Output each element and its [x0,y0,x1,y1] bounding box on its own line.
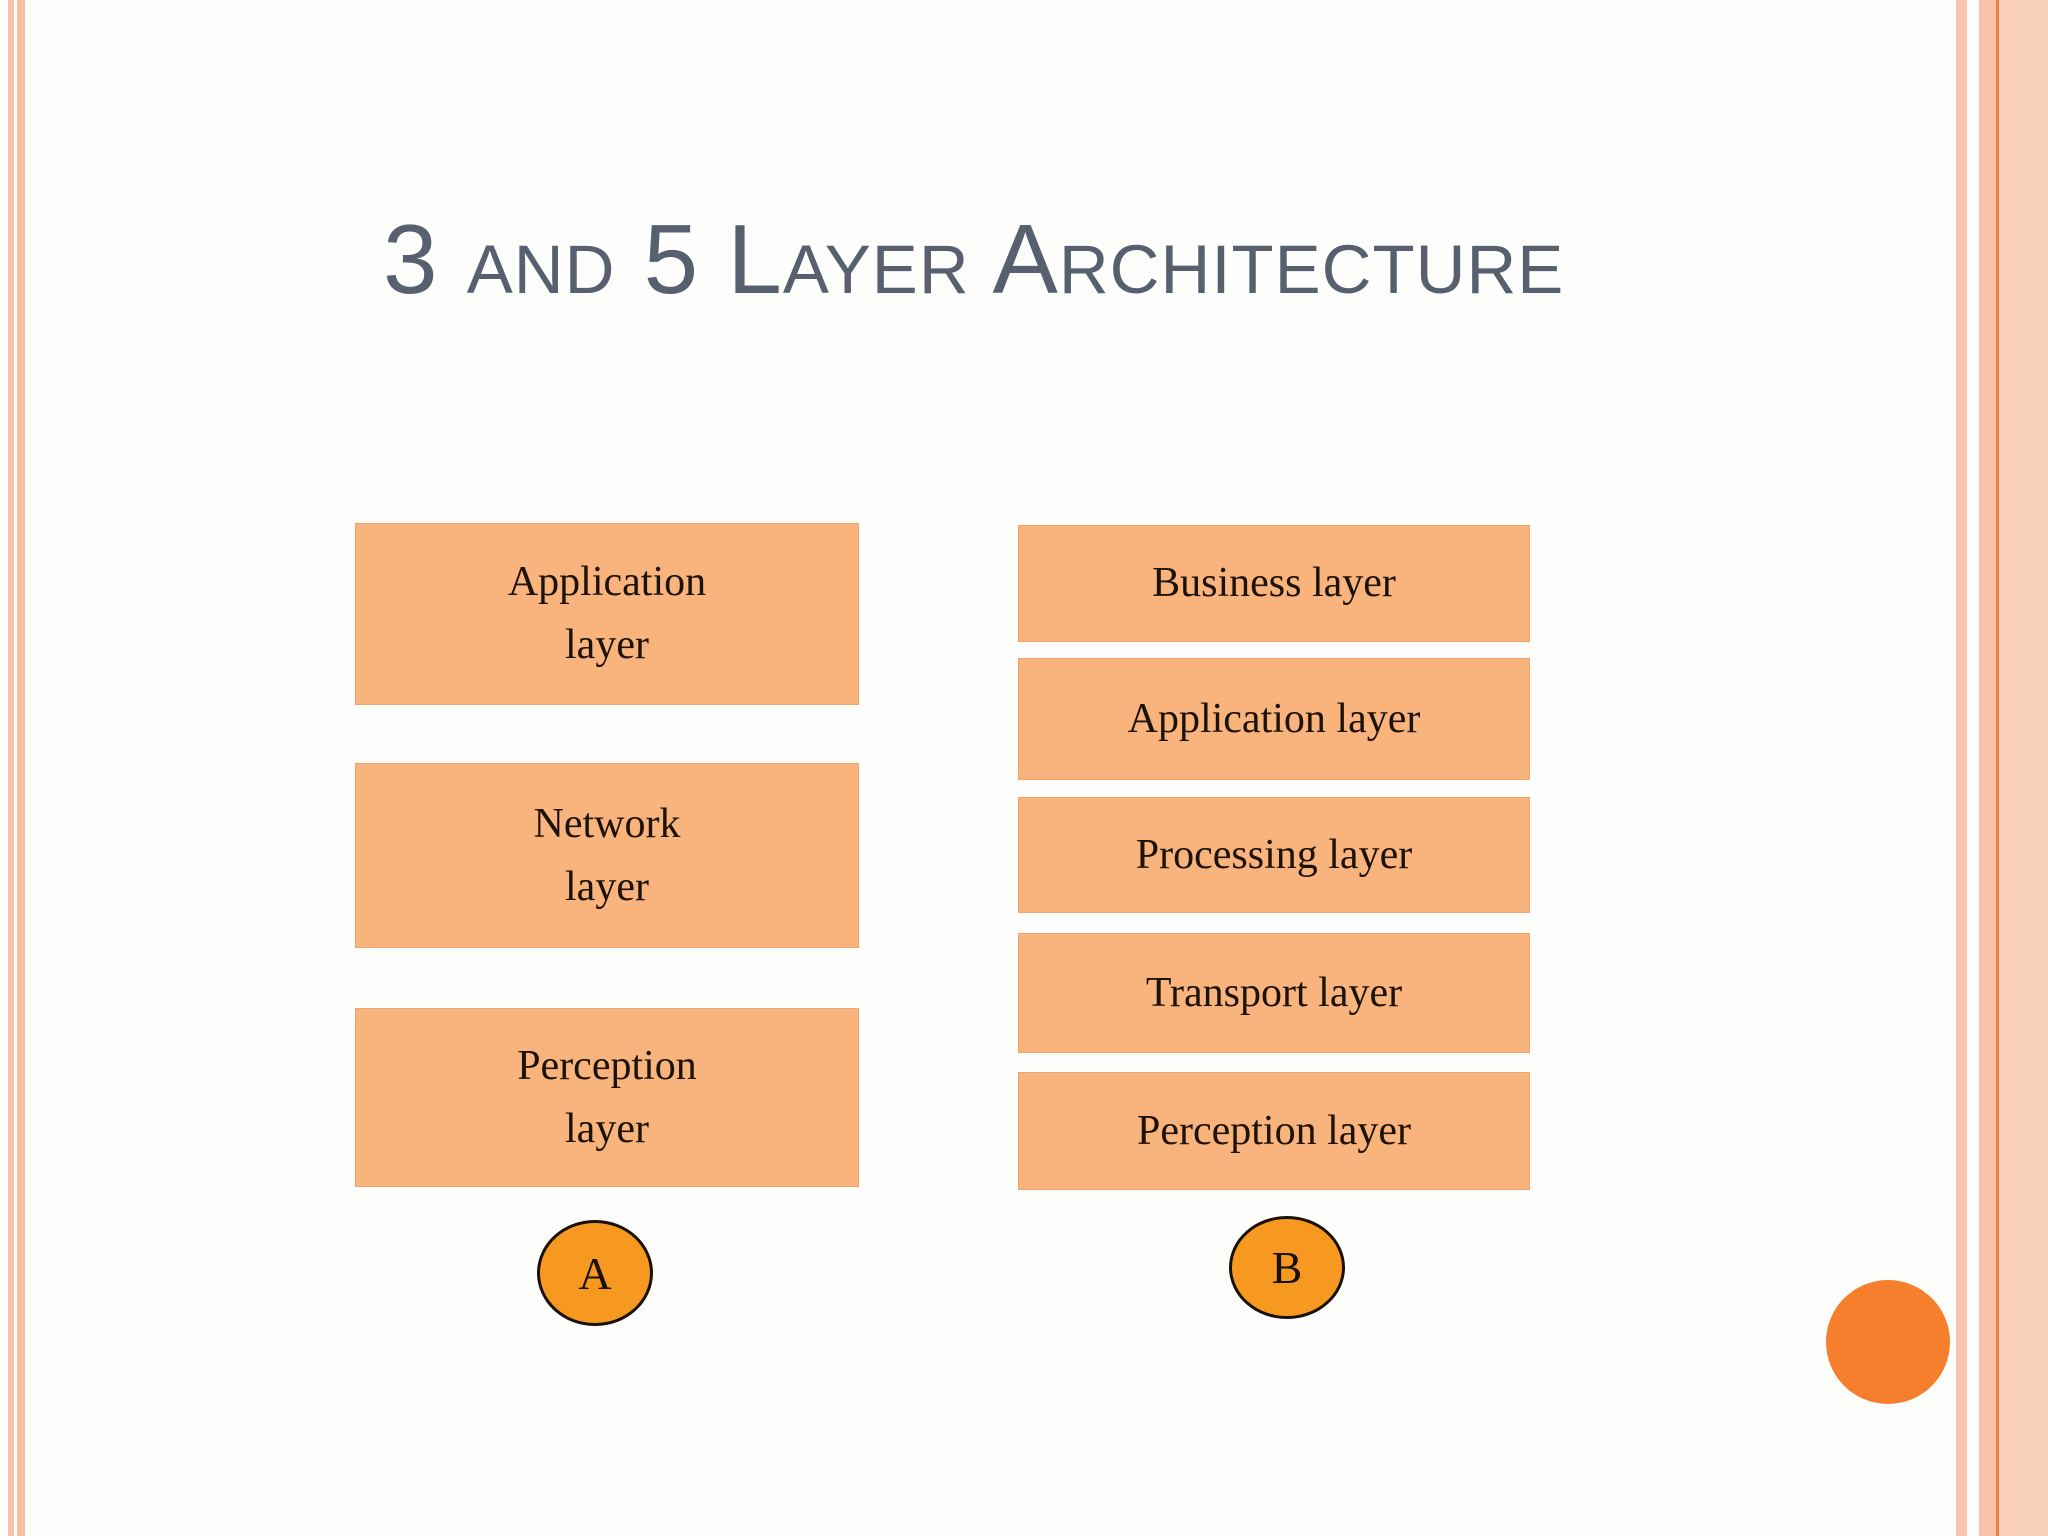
right-border-band [1999,0,2048,1536]
page-title: 3 and 5 Layer Architecture [383,204,1565,314]
decorative-accent-circle [1826,1280,1950,1404]
layer-box-label-line2: layer [565,1105,649,1152]
left-border-stripe-outer [8,0,14,1536]
layer-box-label: Transport layer [1145,969,1403,1016]
layer-box-label-line1: Application [507,559,707,605]
layer-box-perception-3layer: Perception layer [355,1008,859,1187]
stack-a-badge-label: A [578,1247,612,1299]
right-border-accent-line [1996,0,1999,1536]
stack-a-badge: A [537,1220,653,1326]
layer-box-business-5layer: Business layer [1018,525,1530,642]
left-border-stripe-inner [17,0,25,1536]
layer-box-label: Perception layer [1136,1107,1412,1154]
layer-box-label-line2: layer [565,863,649,910]
layer-box-label-line1: Perception [517,1042,697,1089]
layer-box-application-5layer: Application layer [1018,658,1530,780]
layer-box-perception-5layer: Perception layer [1018,1072,1530,1190]
layer-box-transport-5layer: Transport layer [1018,933,1530,1053]
right-border-stripe-middle [1979,0,1996,1536]
layer-box-label: Processing layer [1135,831,1413,878]
layer-box-label: Application layer [1127,695,1421,742]
layer-box-network-3layer: Network layer [355,763,859,948]
right-border-stripe-inner [1956,0,1967,1536]
stack-b-badge-label: B [1271,1242,1303,1293]
layer-box-label-line2: layer [565,622,649,668]
layer-box-processing-5layer: Processing layer [1018,797,1530,913]
stack-b-badge: B [1229,1216,1345,1319]
layer-box-label-line1: Network [533,800,681,847]
layer-box-application-3layer: Application layer [355,523,859,705]
layer-box-label: Business layer [1152,560,1396,606]
